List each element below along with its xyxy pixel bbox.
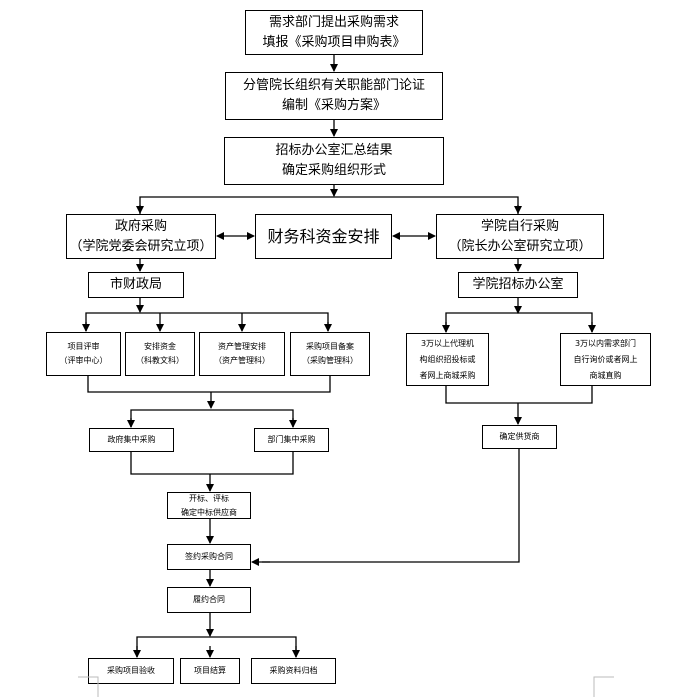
node-archive-line1: 采购资料归档 (269, 666, 318, 675)
node-dept-central: 部门集中采购 (254, 428, 329, 452)
node-gov-line2: （学院党委会研究立项） (69, 238, 213, 254)
node-plan-line2: 编制《采购方案》 (281, 98, 386, 113)
node-accept: 采购项目验收 (88, 658, 174, 684)
edge-join-left (87, 376, 331, 393)
node-demand: 需求部门提出采购需求 填报《采购项目申购表》 (245, 10, 423, 55)
edge-join-right (445, 386, 593, 404)
edge-join-central (130, 452, 294, 475)
edge-tender-bar (445, 312, 593, 332)
node-asset: 资产管理安排 （资产管理科） (199, 332, 285, 376)
node-plan: 分管院长组织有关职能部门论证 编制《采购方案》 (225, 72, 443, 120)
node-city-line1: 市财政局 (109, 277, 162, 292)
node-sign-line1: 签约采购合同 (185, 552, 233, 561)
node-summary: 招标办公室汇总结果 确定采购组织形式 (224, 137, 444, 185)
page-crop-mark-right (593, 676, 614, 697)
node-finance-line1: 财务科资金安排 (267, 226, 380, 246)
edge-supplier-sign (262, 449, 520, 563)
node-self-line1: 学院自行采购 (480, 218, 559, 234)
node-over30k-line2: 构组织招投标或 (419, 354, 476, 364)
node-gov-central-line1: 政府集中采购 (107, 435, 156, 444)
node-summary-line2: 确定采购组织形式 (281, 163, 386, 178)
node-bidding: 开标、评标 确定中标供应商 (167, 492, 251, 519)
edge-perform-bar (136, 636, 297, 657)
node-over30k-line1: 3万以上代理机 (420, 338, 475, 348)
node-sign: 签约采购合同 (167, 544, 251, 570)
node-demand-line1: 需求部门提出采购需求 (268, 14, 399, 30)
node-funds: 安排资金 （科教文科） (125, 332, 195, 376)
node-gov-central: 政府集中采购 (89, 428, 174, 452)
node-under30k-line2: 自行询价或者网上 (573, 354, 638, 364)
node-record-line2: （采购管理科） (302, 356, 358, 365)
node-supplier-line1: 确定供货商 (499, 432, 540, 441)
node-supplier: 确定供货商 (482, 425, 557, 449)
node-over30k-line3: 者网上商城采购 (419, 370, 476, 380)
node-settle-line1: 项目结算 (194, 666, 226, 675)
node-tender-office-line1: 学院招标办公室 (472, 277, 564, 292)
node-under30k-line1: 3万以内需求部门 (574, 338, 637, 348)
node-asset-line1: 资产管理安排 (218, 342, 266, 351)
edge-split-bar (139, 196, 519, 214)
edge-city-bar (85, 312, 329, 331)
node-bidding-line1: 开标、评标 (189, 493, 229, 503)
node-archive: 采购资料归档 (251, 658, 336, 684)
node-under30k: 3万以内需求部门 自行询价或者网上 商城直购 (560, 333, 651, 386)
node-dept-central-line1: 部门集中采购 (267, 435, 316, 444)
node-gov-line1: 政府采购 (114, 218, 167, 234)
node-bidding-line2: 确定中标供应商 (181, 507, 237, 517)
node-tender-office: 学院招标办公室 (458, 272, 578, 298)
node-accept-line1: 采购项目验收 (107, 666, 155, 675)
node-settle: 项目结算 (180, 658, 240, 684)
node-gov: 政府采购 （学院党委会研究立项） (66, 214, 216, 259)
node-asset-line2: （资产管理科） (214, 356, 270, 365)
node-review-line1: 项目评审 (67, 342, 100, 351)
node-over30k: 3万以上代理机 构组织招投标或 者网上商城采购 (406, 333, 489, 386)
node-under30k-line3: 商城直购 (589, 370, 622, 380)
edge-split-central (130, 409, 294, 427)
node-demand-line2: 填报《采购项目申购表》 (262, 34, 406, 50)
node-plan-line1: 分管院长组织有关职能部门论证 (242, 78, 425, 93)
node-perform-line1: 履约合同 (193, 595, 225, 604)
node-record-line1: 采购项目备案 (306, 342, 354, 351)
node-perform: 履约合同 (167, 587, 251, 613)
node-funds-line1: 安排资金 (144, 342, 176, 351)
node-review: 项目评审 （评审中心） (46, 332, 121, 376)
node-funds-line2: （科教文科） (136, 356, 184, 365)
node-summary-line1: 招标办公室汇总结果 (275, 143, 393, 158)
node-record: 采购项目备案 （采购管理科） (290, 332, 370, 376)
node-self-line2: （院长办公室研究立项） (448, 238, 592, 254)
node-self: 学院自行采购 （院长办公室研究立项） (436, 214, 604, 259)
node-finance: 财务科资金安排 (255, 214, 392, 259)
node-city: 市财政局 (88, 272, 184, 298)
node-review-line2: （评审中心） (59, 356, 108, 365)
